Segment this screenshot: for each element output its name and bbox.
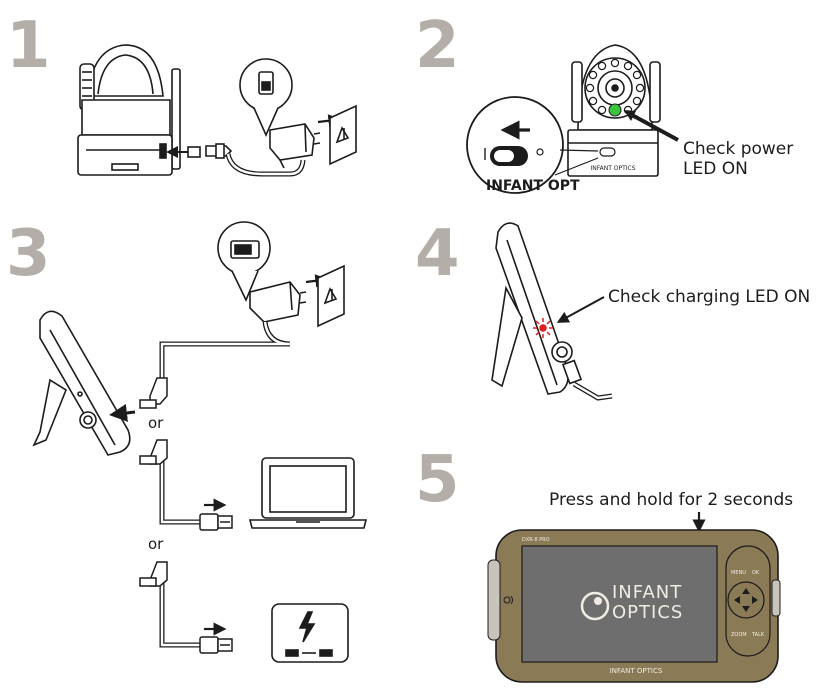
power-button-icon[interactable] — [503, 595, 513, 605]
step2-switch-magnifier: INFANT OPT — [466, 96, 599, 194]
charging-led-pointer — [556, 296, 605, 323]
camera-power-switch — [599, 147, 616, 157]
power-led-pointer — [631, 113, 679, 142]
charging-led-icon — [533, 318, 553, 338]
step3-plug-icon — [139, 377, 168, 587]
step-number-4: 4 — [415, 217, 460, 291]
step1-wall-outlet-icon — [329, 104, 357, 166]
step-number-5: 5 — [415, 443, 460, 517]
step3-usb-plug-icon — [199, 513, 233, 654]
ok-button[interactable]: OK — [752, 570, 760, 576]
lightning-icon — [298, 611, 316, 643]
talk-button[interactable]: TALK — [751, 632, 765, 638]
check-power-led-label: Check power LED ON — [683, 139, 793, 179]
step3-monitor-icon — [32, 310, 131, 456]
device-model-text: DXR-8 PRO — [522, 537, 550, 543]
press-hold-label: Press and hold for 2 seconds — [549, 490, 794, 510]
step-number-2: 2 — [415, 9, 460, 83]
svg-text:INFANT OPT: INFANT OPT — [486, 178, 580, 194]
screen-brand-top: INFANT — [612, 582, 682, 603]
step-number-3: 3 — [6, 217, 51, 291]
step4-monitor-icon — [491, 222, 583, 395]
step3-power-bank-icon — [271, 603, 349, 663]
check-charging-led-label: Check charging LED ON — [608, 287, 811, 307]
footer-brand-text: INFANT OPTICS — [610, 667, 663, 675]
screen-brand-bottom: OPTICS — [612, 602, 683, 623]
check-power-line1: Check power — [683, 139, 794, 159]
step3-cables — [159, 321, 291, 648]
step3-wall-outlet-icon — [317, 264, 345, 328]
step2-camera-icon — [567, 44, 661, 177]
step1-camera-icon — [77, 44, 233, 176]
menu-button[interactable]: MENU — [731, 570, 746, 576]
or-label-1: or — [148, 414, 164, 432]
or-label-2: or — [148, 535, 164, 553]
power-led-icon — [608, 103, 622, 117]
step3-laptop-icon — [248, 457, 368, 529]
step5-monitor-icon — [487, 529, 781, 683]
step3-power-adapter-icon — [217, 221, 307, 323]
check-power-line2: LED ON — [683, 159, 748, 179]
zoom-button[interactable]: ZOOM — [731, 632, 747, 638]
step1-power-adapter-icon — [239, 58, 321, 169]
camera-brand-text: INFANT OPTICS — [590, 165, 635, 172]
step-number-1: 1 — [6, 9, 51, 83]
